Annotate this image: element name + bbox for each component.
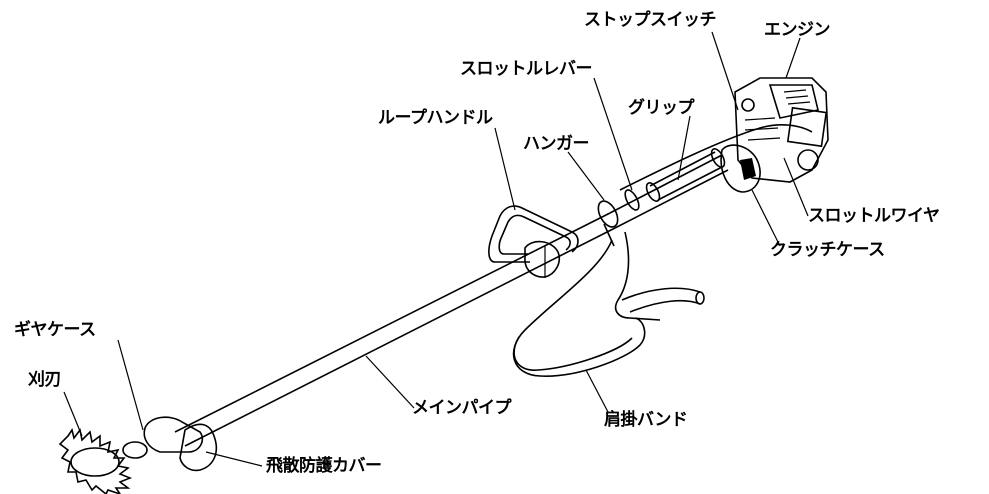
- label-throttle-wire: スロットルワイヤ: [808, 206, 940, 226]
- label-main-pipe: メインパイプ: [412, 398, 512, 418]
- throttle-wire-shape: [619, 123, 813, 191]
- blade-shape: [58, 428, 133, 494]
- engine-shape: [720, 77, 829, 193]
- label-stop-switch: ストップスイッチ: [584, 10, 717, 30]
- label-clutch-case: クラッチケース: [770, 240, 885, 260]
- hanger-shape: [597, 200, 619, 247]
- gear-case-shape: [122, 416, 204, 459]
- loop-handle-shape: [488, 205, 579, 278]
- label-grip: グリップ: [628, 98, 695, 118]
- label-loop-handle: ループハンドル: [378, 108, 493, 128]
- label-throttle-lever: スロットルレバー: [460, 59, 593, 79]
- grip-shape: [624, 148, 726, 211]
- shoulder-band-shape: [512, 231, 705, 377]
- label-engine: エンジン: [764, 20, 831, 40]
- label-shoulder-band: 肩掛バンド: [604, 410, 688, 430]
- label-blade: 刈刃: [28, 370, 62, 390]
- label-gear-case: ギヤケース: [14, 320, 96, 340]
- leader-lines: [63, 31, 809, 467]
- scatter-guard-shape: [179, 423, 218, 472]
- label-scatter-guard: 飛散防護カバー: [266, 456, 382, 476]
- label-hanger: ハンガー: [523, 134, 590, 154]
